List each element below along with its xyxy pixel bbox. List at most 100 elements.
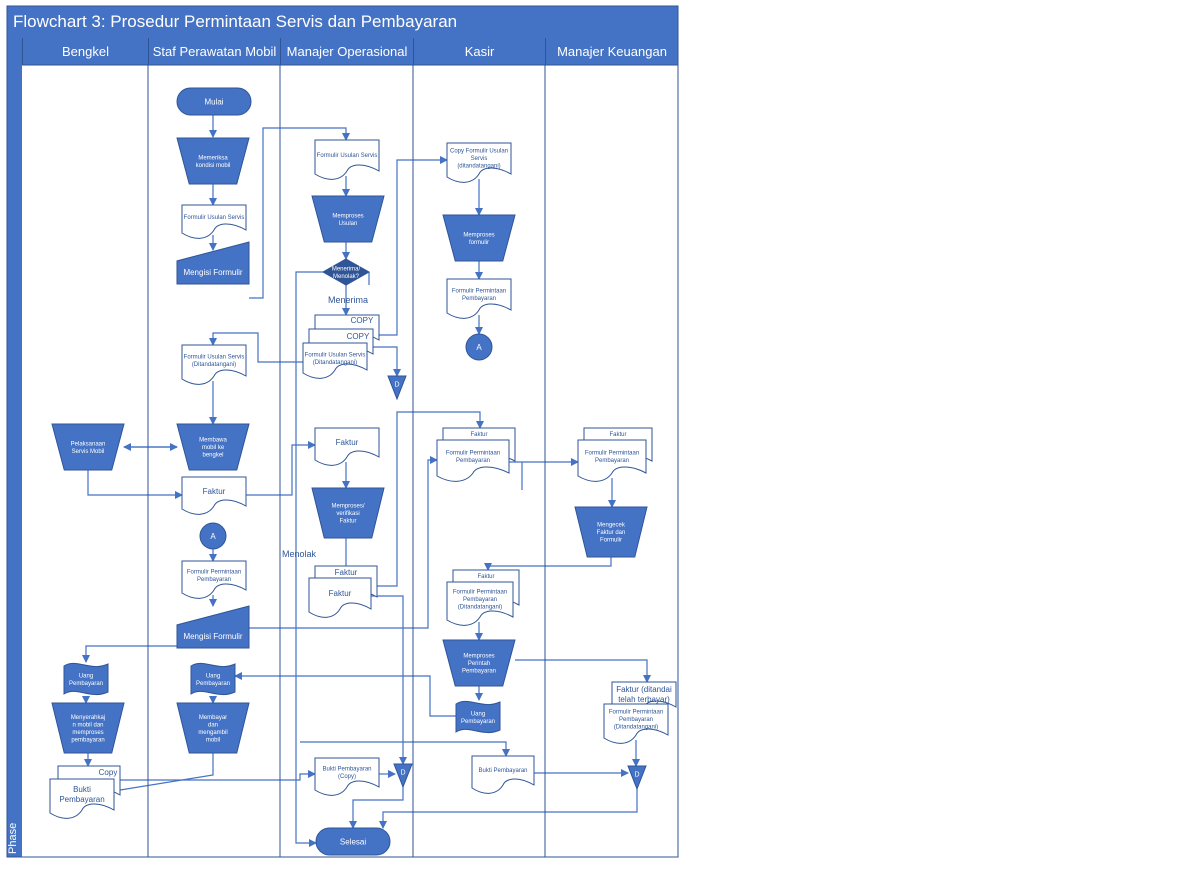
node-label: Bukti Pembayaran bbox=[478, 768, 527, 774]
connector-a-kasir: A bbox=[465, 333, 493, 361]
node-label: kondisi mobil bbox=[196, 163, 231, 169]
mengisi-formulir-2-input: Mengisi Formulir bbox=[176, 605, 250, 649]
node-label: (Ditandatangani) bbox=[192, 362, 236, 368]
node-label: Faktur dan bbox=[597, 530, 626, 536]
flow-line bbox=[377, 411, 484, 587]
node-label: Servis Mobil bbox=[72, 449, 105, 455]
node-label: Uang bbox=[471, 711, 485, 717]
lane-header-manajer-keuangan: Manajer Keuangan bbox=[545, 38, 678, 65]
node-label: Formulir Usulan Servis bbox=[317, 153, 378, 159]
flow-line bbox=[209, 332, 303, 363]
node-label: Faktur bbox=[470, 432, 487, 438]
node-label: Perintah bbox=[468, 661, 490, 667]
node-label: dan bbox=[208, 722, 218, 728]
node-label: Pembayaran bbox=[619, 717, 653, 723]
lane-header-kasir: Kasir bbox=[413, 38, 545, 65]
node-label: Memproses bbox=[463, 654, 494, 660]
node-label: D bbox=[634, 772, 639, 779]
node-label: Pembayaran bbox=[463, 597, 497, 603]
node-label: (Ditandatangani) bbox=[313, 360, 357, 366]
node-label: COPY bbox=[347, 332, 370, 341]
menerima-label: Menerima bbox=[328, 295, 368, 305]
node-label: telah terbayar) bbox=[618, 695, 670, 704]
flow-line bbox=[119, 753, 214, 791]
node-label: Menyerahkaj bbox=[71, 715, 105, 721]
lane-header-bengkel: Bengkel bbox=[22, 38, 148, 65]
node-label: D bbox=[400, 770, 405, 777]
node-label: Memproses bbox=[463, 232, 494, 238]
swimlane-grid bbox=[6, 5, 679, 858]
mengisi-formulir-input: Mengisi Formulir bbox=[176, 241, 250, 285]
flow-line bbox=[87, 470, 183, 499]
flow-line bbox=[249, 127, 350, 299]
formulir-usulan-doc: Formulir Usulan Servis bbox=[181, 204, 247, 239]
node-label: D bbox=[394, 382, 399, 389]
node-label: Copy bbox=[99, 768, 118, 777]
node-label: Formulir Permintaan bbox=[446, 450, 500, 456]
faktur-staf-doc: Faktur bbox=[181, 476, 247, 515]
node-label: Faktur bbox=[609, 432, 626, 438]
node-label: Pembayaran bbox=[461, 719, 495, 725]
node-label: Pembayaran bbox=[197, 577, 231, 583]
node-label: Pembayaran bbox=[462, 669, 496, 675]
node-label: mobil bbox=[206, 737, 220, 743]
node-label: Bukti bbox=[73, 785, 91, 794]
formulir-permintaan-ttd-mk-doc: Formulir PermintaanPembayaran(Ditandatan… bbox=[603, 703, 669, 744]
node-label: memproses bbox=[72, 730, 103, 736]
connector-d-mid: D bbox=[393, 763, 413, 789]
connector-d-top: D bbox=[387, 375, 407, 401]
node-label: Pembayaran bbox=[59, 795, 104, 804]
connector-d-right: D bbox=[627, 765, 647, 791]
node-label: Faktur bbox=[329, 589, 352, 598]
node-label: Mulai bbox=[204, 97, 223, 106]
node-label: Mengisi Formulir bbox=[183, 632, 242, 641]
start-terminal: Mulai bbox=[176, 87, 252, 116]
node-label: Uang bbox=[206, 673, 220, 679]
node-label: Formulir bbox=[600, 538, 622, 544]
node-label: verifikasi bbox=[336, 511, 359, 517]
flow-line bbox=[371, 595, 407, 765]
node-label: (Copy) bbox=[338, 774, 356, 780]
node-label: Pembayaran bbox=[456, 458, 490, 464]
flow-line bbox=[515, 659, 651, 683]
node-label: Pembayaran bbox=[69, 681, 103, 687]
node-label: A bbox=[210, 532, 216, 541]
node-label: Pembayaran bbox=[196, 681, 230, 687]
node-label: mengambil bbox=[198, 730, 227, 736]
bukti-pembayaran-kasir-doc: Bukti Pembayaran bbox=[471, 755, 535, 794]
node-label: Usulan bbox=[339, 221, 358, 227]
connector-a-staf: A bbox=[199, 522, 227, 550]
node-label: Pelaksanaan bbox=[71, 441, 106, 447]
phase-strip bbox=[7, 38, 22, 857]
lane-header-manajer-operasional: Manajer Operasional bbox=[280, 38, 413, 65]
flow-line bbox=[367, 346, 401, 377]
node-label: n mobil dan bbox=[72, 722, 103, 728]
node-label: Formulir Permintaan bbox=[453, 590, 507, 596]
end-terminal: Selesai bbox=[315, 827, 391, 856]
node-label: A bbox=[476, 343, 482, 352]
node-label: Bukti Pembayaran bbox=[322, 766, 371, 772]
memproses-formulir-process: Memproses formulir bbox=[442, 214, 516, 262]
menerima-menolak-decision: Menerima/Menolak? bbox=[321, 258, 371, 286]
flow-line bbox=[249, 456, 438, 629]
node-label: Pembayaran bbox=[595, 458, 629, 464]
node-label: Formulir Permintaan bbox=[585, 450, 639, 456]
bukti-pembayaran-copy-doc: Bukti Pembayaran (Copy) bbox=[314, 757, 380, 796]
menolak-label: Menolak bbox=[282, 549, 317, 559]
node-label: Faktur bbox=[339, 519, 356, 525]
node-label: formulir bbox=[469, 240, 489, 246]
node-label: Membayar bbox=[199, 715, 227, 721]
node-label: Mengecek bbox=[597, 523, 626, 529]
node-label: Memproses/ bbox=[331, 504, 364, 510]
node-label: mobil ke bbox=[202, 445, 225, 451]
